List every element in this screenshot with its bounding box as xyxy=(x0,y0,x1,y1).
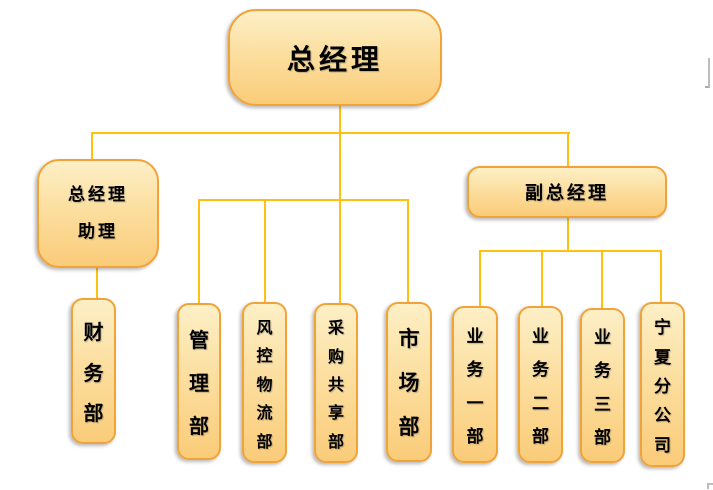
org-node-label: 总经理 xyxy=(286,42,383,76)
org-node-market[interactable]: 市场部 xyxy=(386,302,432,462)
connector-mid-horizontal xyxy=(198,199,409,201)
org-node-ningxia-branch[interactable]: 宁夏分公司 xyxy=(640,302,685,467)
connector-root-trunk xyxy=(339,106,341,303)
org-node-gm-assistant[interactable]: 总经理 助理 xyxy=(37,159,159,268)
org-node-label: 财务部 xyxy=(83,320,104,425)
connector-to-risk-logistics xyxy=(264,199,266,303)
org-node-business-2[interactable]: 业务二部 xyxy=(518,306,563,463)
org-node-label: 总经理 助理 xyxy=(68,185,128,242)
org-node-finance[interactable]: 财务部 xyxy=(71,298,116,444)
org-node-label: 采购共享部 xyxy=(327,318,344,451)
text-boundary-mark-right xyxy=(705,58,710,88)
org-node-label: 管理部 xyxy=(189,328,209,438)
org-node-label: 宁夏分公司 xyxy=(654,318,671,456)
connector-level1-horizontal xyxy=(91,132,570,134)
org-node-label: 风控物流部 xyxy=(256,317,273,451)
connector-assistant-to-finance xyxy=(96,267,98,299)
connector-to-management xyxy=(198,199,200,304)
org-node-business-1[interactable]: 业务一部 xyxy=(452,306,498,463)
org-node-deputy-gm[interactable]: 副总经理 xyxy=(467,166,667,218)
connector-to-market xyxy=(407,199,409,303)
text-boundary-mark-bottom-right xyxy=(707,483,713,489)
connector-to-business-1 xyxy=(479,250,481,307)
org-node-procurement-sharing[interactable]: 采购共享部 xyxy=(314,303,358,463)
org-node-label: 市场部 xyxy=(398,327,420,439)
connector-right-horizontal xyxy=(479,250,662,252)
org-node-label: 业务二部 xyxy=(532,326,549,448)
org-node-label: 业务一部 xyxy=(466,326,484,448)
connector-to-business-3 xyxy=(601,250,603,309)
connector-deputy-trunk xyxy=(567,218,569,252)
org-node-label: 副总经理 xyxy=(525,183,609,204)
connector-to-ningxia-branch xyxy=(660,250,662,303)
connector-to-gm-assistant xyxy=(91,132,93,160)
connector-to-deputy-gm xyxy=(567,132,569,167)
org-node-risk-logistics[interactable]: 风控物流部 xyxy=(242,302,287,463)
org-node-label: 业务三部 xyxy=(594,328,611,448)
org-node-business-3[interactable]: 业务三部 xyxy=(580,308,625,463)
org-node-management[interactable]: 管理部 xyxy=(177,303,221,460)
org-node-general-manager[interactable]: 总经理 xyxy=(228,9,442,106)
connector-to-business-2 xyxy=(541,250,543,307)
